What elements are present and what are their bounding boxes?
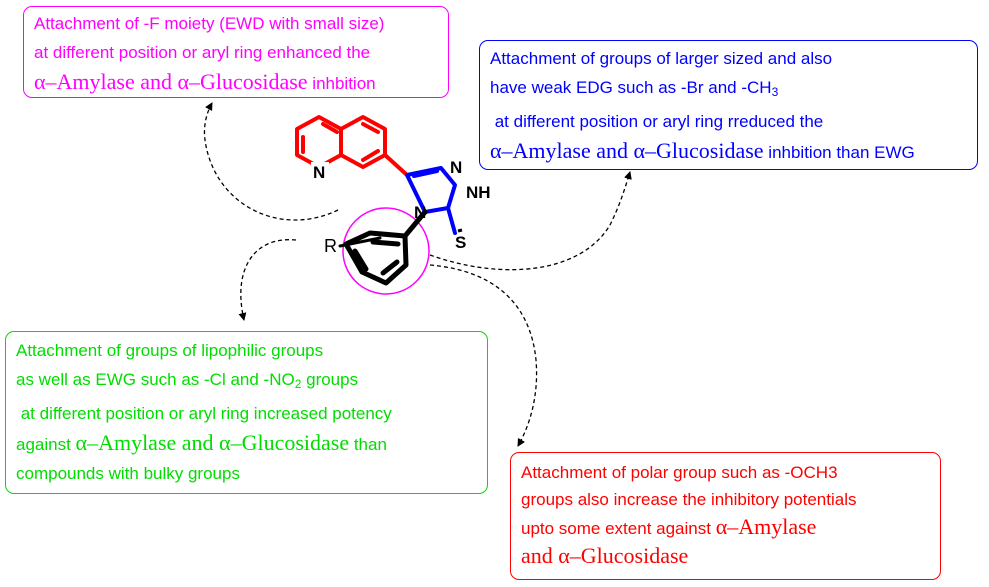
cl-note-line2: as well as EWG such as -Cl and -NO2 grou… [16, 365, 477, 399]
cl-note-line4-prefix: against [16, 435, 76, 454]
arrow-to-f-box [203, 102, 339, 221]
arrow-to-br-box [429, 171, 632, 271]
och3-note-line2: groups also increase the inhibitory pote… [521, 490, 857, 509]
f-note-line1: Attachment of -F moiety (EWD with small … [34, 14, 385, 33]
f-note-line2: at different position or aryl ring enhan… [34, 43, 371, 62]
larger-groups-note: Attachment of groups of larger sized and… [479, 40, 978, 170]
link-bond [383, 153, 409, 177]
sulfur-label: S [455, 233, 466, 252]
och3-note-enzyme-1: α–Amylase [715, 514, 817, 539]
cl-note-line2-text: as well as EWG such as -Cl and -NO [16, 370, 295, 389]
triazole-nh-label: NH [466, 183, 491, 202]
br-note-line1: Attachment of groups of larger sized and… [490, 49, 833, 68]
cl-note-line4: against α–Amylase and α–Glucosidase than [16, 428, 477, 459]
och3-note-line3: upto some extent against α–Amylase [521, 513, 930, 542]
cl-note-enzymes: α–Amylase and α–Glucosidase [75, 430, 350, 455]
quinoline-ring [295, 115, 387, 169]
cl-note-line2-suffix: groups [301, 370, 359, 389]
cl-note-line1: Attachment of groups of lipophilic group… [16, 341, 324, 360]
och3-note-enzyme-2: and α–Glucosidase [521, 543, 689, 568]
br-note-tail: inhbition than EWG [763, 143, 915, 162]
arrow-to-cl-box [238, 239, 297, 321]
cl-note-line3: at different position or aryl ring incre… [16, 404, 392, 423]
och3-note-line3-prefix: upto some extent against [521, 519, 716, 538]
f-moiety-note: Attachment of -F moiety (EWD with small … [23, 6, 449, 98]
quinoline-n-label: N [313, 163, 325, 182]
f-note-tail: inhbition [307, 74, 376, 93]
br-note-line2-text: have weak EDG such as -Br and -CH [490, 78, 772, 97]
r-group-label: R [324, 236, 337, 256]
cl-note-subscript: 2 [294, 377, 302, 391]
lipophilic-note: Attachment of groups of lipophilic group… [5, 331, 488, 494]
br-note-line4: α–Amylase and α–Glucosidase inhbition th… [490, 136, 967, 167]
phenyl-highlight-circle [342, 207, 430, 295]
n-label-bg [311, 162, 329, 182]
br-note-enzymes: α–Amylase and α–Glucosidase [490, 138, 764, 163]
cl-note-tail: than [349, 435, 387, 454]
triazole-ring [405, 166, 457, 235]
f-note-line3: α–Amylase and α–Glucosidase inhbition [34, 67, 438, 98]
triazole-n4-label: N [414, 203, 426, 222]
triazole-n-label: N [450, 158, 462, 177]
f-note-enzymes: α–Amylase and α–Glucosidase [34, 69, 308, 94]
phenyl-ring [338, 209, 428, 286]
och3-note-line4: and α–Glucosidase [521, 542, 930, 571]
och3-note-line1: Attachment of polar group such as -OCH3 [521, 463, 838, 482]
br-note-subscript: 3 [771, 85, 779, 99]
br-note-line2: have weak EDG such as -Br and -CH3 [490, 73, 967, 107]
cl-note-line5: compounds with bulky groups [16, 464, 240, 483]
thione-bond [457, 228, 463, 233]
br-note-line3: at different position or aryl ring rredu… [490, 112, 824, 131]
arrow-to-och3-box [429, 264, 538, 447]
polar-group-note: Attachment of polar group such as -OCH3 … [510, 452, 941, 580]
